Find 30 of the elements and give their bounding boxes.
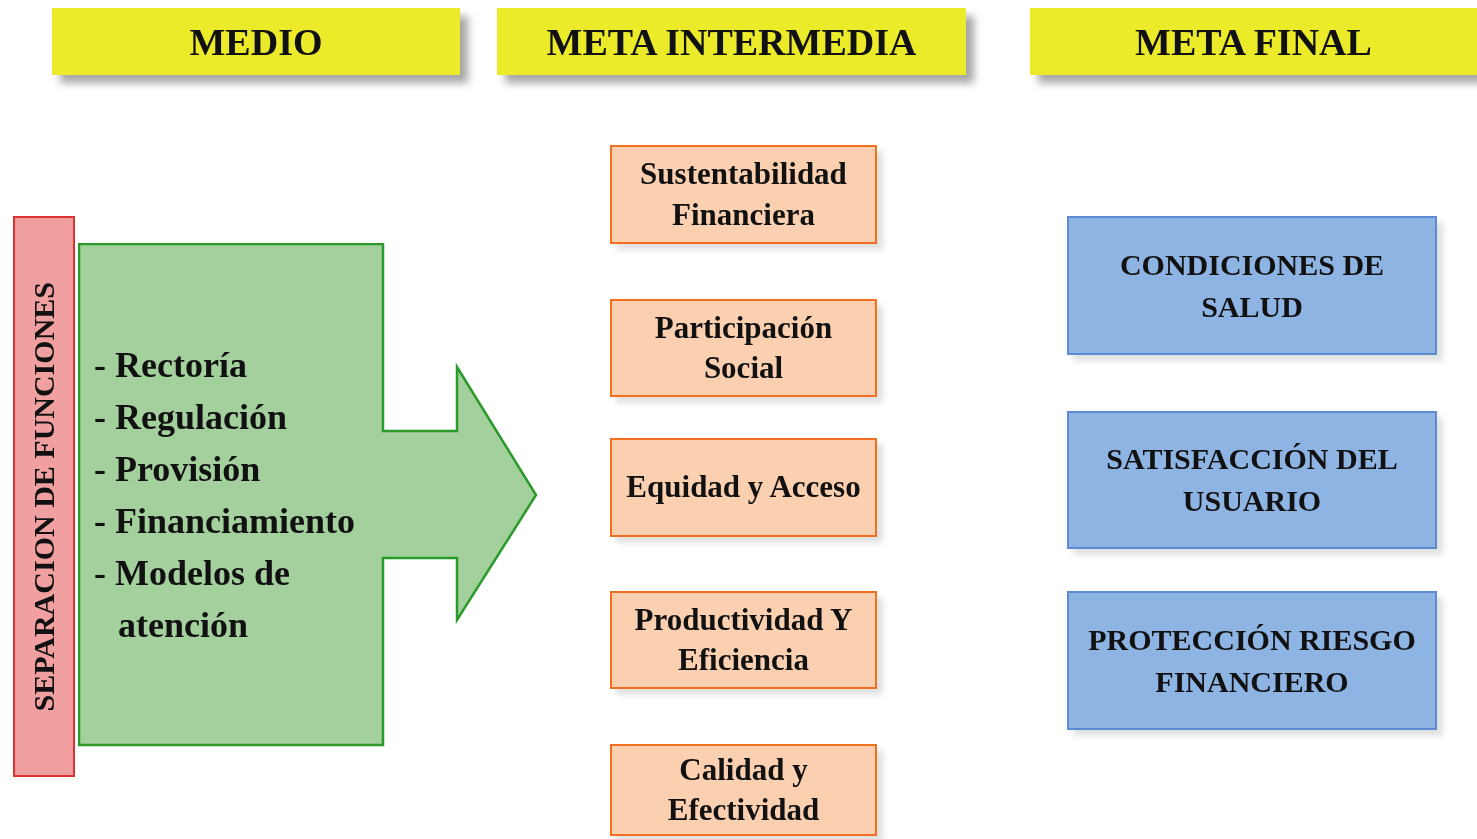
box-text: Equidad y Acceso: [626, 468, 861, 507]
header-text: META INTERMEDIA: [546, 19, 917, 64]
header-text: META FINAL: [1135, 19, 1372, 64]
process-box: [610, 299, 877, 397]
box-text: Calidad y Efectividad: [666, 750, 821, 829]
box-text: CONDICIONES DE SALUD: [1118, 246, 1386, 325]
box-text: SEPARACION DE FUNCIONES: [27, 281, 61, 712]
list-item: - Modelos de atención: [94, 552, 291, 647]
block-arrow: [78, 243, 538, 747]
box-text: Sustentabilidad Financiera: [639, 155, 848, 234]
process-box: [610, 591, 877, 689]
box-text: SATISFACCIÓN DEL USUARIO: [1105, 441, 1399, 519]
list-item: - Provisión: [94, 448, 261, 491]
process-box: [610, 438, 877, 537]
process-box: [610, 145, 877, 244]
column-header: [52, 8, 460, 75]
goal-box: [1067, 591, 1437, 730]
box-text: Productividad Y Eficiencia: [633, 600, 854, 679]
vertical-label-box: [13, 216, 75, 777]
column-header: [497, 8, 966, 75]
box-text: PROTECCIÓN RIESGO FINANCIERO: [1087, 621, 1417, 700]
goal-box: [1067, 411, 1437, 549]
column-header: [1030, 8, 1477, 75]
process-box: [610, 744, 877, 836]
list-item: - Regulación: [94, 396, 287, 439]
list-item: - Financiamiento: [94, 500, 355, 543]
list-item: - Rectoría: [94, 344, 247, 387]
box-text: Participación Social: [653, 308, 834, 387]
header-text: MEDIO: [189, 19, 323, 64]
goal-box: [1067, 216, 1437, 355]
